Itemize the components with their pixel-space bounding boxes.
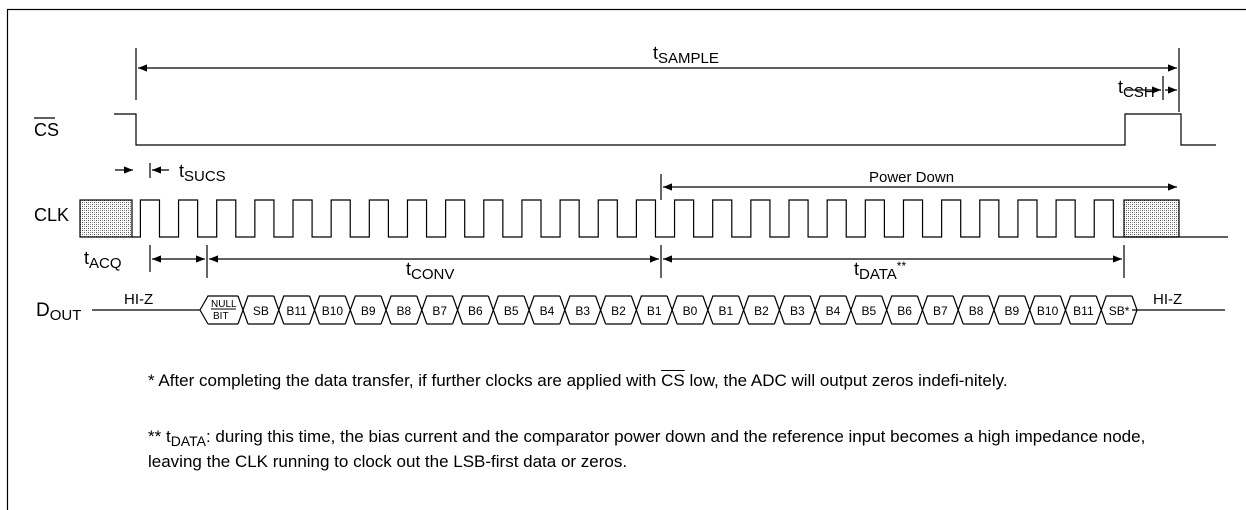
dout-bit-label: B5	[861, 304, 876, 318]
dout-bit-shape	[451, 295, 489, 325]
dout-bit-label: B0	[683, 304, 698, 318]
dout-null-bit: NULL BIT	[211, 295, 237, 322]
t-conv-label: tCONV	[406, 259, 454, 283]
dout-bit-shape	[988, 295, 1025, 325]
dout-bit-label: B8	[969, 304, 984, 318]
t-acq-sucs-markers	[115, 163, 169, 178]
dout-bit-shape	[416, 295, 453, 325]
dout-bit-shape	[738, 295, 775, 325]
dout-bit-label: SB*	[1109, 304, 1130, 318]
dout-bit-label: B1	[718, 304, 733, 318]
t-sample-arrow	[135, 48, 1180, 112]
dout-bit-shape	[916, 295, 954, 325]
null-bit-shape	[199, 295, 238, 325]
dout-bit-label: B2	[754, 304, 769, 318]
t-sample-label: tSAMPLE	[653, 43, 719, 67]
dout-bit-shape	[702, 295, 739, 325]
clk-signal-label: CLK	[34, 205, 69, 225]
dout-bit-shape	[1024, 295, 1061, 325]
dout-bit-label: B4	[826, 304, 841, 318]
dout-bit-label: B6	[897, 304, 912, 318]
dout-bit-shape	[523, 295, 560, 325]
dout-bit-label: B5	[504, 304, 519, 318]
dout-bit-label: B11	[286, 304, 307, 318]
dout-bit-shape	[809, 295, 846, 325]
dout-bit-shape	[344, 295, 382, 325]
conversion-arrows	[149, 245, 1125, 278]
dout-bit-label: SB	[253, 304, 269, 318]
power-down-label: Power Down	[869, 169, 954, 186]
null-bit-top: NULL	[211, 299, 237, 310]
t-csh-arrow	[1126, 76, 1177, 100]
dout-bit-shape	[666, 295, 703, 325]
dout-bit-shape	[1095, 295, 1132, 325]
t-data-label: tDATA**	[854, 259, 906, 283]
dout-bit-label: B4	[540, 304, 555, 318]
dout-bit-label: B8	[397, 304, 412, 318]
t-acq-label: tACQ	[84, 248, 122, 272]
dout-bit-label: B9	[1004, 304, 1019, 318]
dout-bit-shape	[845, 295, 882, 325]
dout-bit-label: B11	[1073, 304, 1094, 318]
dout-bit-label: B2	[611, 304, 626, 318]
clk-waveform	[132, 199, 1228, 238]
dout-bit-cells: SB B11 B10 B9 B8 B7 B6 B5 B4 B3 B2 B1 B0 B1 B2 B3 B4 B5 B6…	[199, 295, 1138, 325]
dout-bit-shape	[559, 295, 596, 325]
dout-bit-shape	[380, 295, 417, 325]
dout-bit-label: B10	[1037, 304, 1059, 318]
diagram-frame	[6, 8, 1246, 510]
dout-bit-shape	[881, 295, 918, 325]
dout-hiz-left: HI-Z	[124, 291, 153, 308]
power-down-arrow	[660, 174, 1177, 200]
dout-bit-label: B3	[790, 304, 805, 318]
dout-bit-shape	[773, 295, 811, 325]
dout-bit-shape	[595, 295, 632, 325]
dout-bit-label: B7	[432, 304, 447, 318]
cs-signal-label: CS	[34, 120, 59, 140]
dout-bit-label: B1	[647, 304, 662, 318]
dout-bit-shape	[1059, 295, 1097, 325]
footnote-1: * After completing the data transfer, if…	[148, 371, 1008, 390]
dout-hiz-right: HI-Z	[1153, 291, 1182, 308]
dout-bit-shape	[630, 295, 668, 325]
clk-hatch-left	[79, 199, 133, 238]
t-csh-label: tCSH	[1118, 77, 1155, 101]
dout-bit-label: B6	[468, 304, 483, 318]
dout-signal-label: DOUT	[36, 300, 81, 324]
dout-bit-label: B9	[361, 304, 376, 318]
dout-bit-shape	[237, 295, 274, 325]
dout-bit-shape	[308, 295, 346, 325]
clk-hatch-right	[1123, 199, 1180, 238]
t-sucs-label: tSUCS	[179, 161, 226, 185]
cs-waveform	[114, 113, 1216, 146]
dout-bit-shape	[487, 295, 525, 325]
null-bit-bottom: BIT	[213, 311, 229, 322]
dout-bit-label: B3	[575, 304, 590, 318]
footnote-2: ** tDATA: during this time, the bias cur…	[148, 427, 1146, 471]
dout-bit-label: B10	[322, 304, 344, 318]
dout-bit-shape	[952, 295, 989, 325]
dout-bit-shape	[273, 295, 310, 325]
dout-bit-label: B7	[933, 304, 948, 318]
